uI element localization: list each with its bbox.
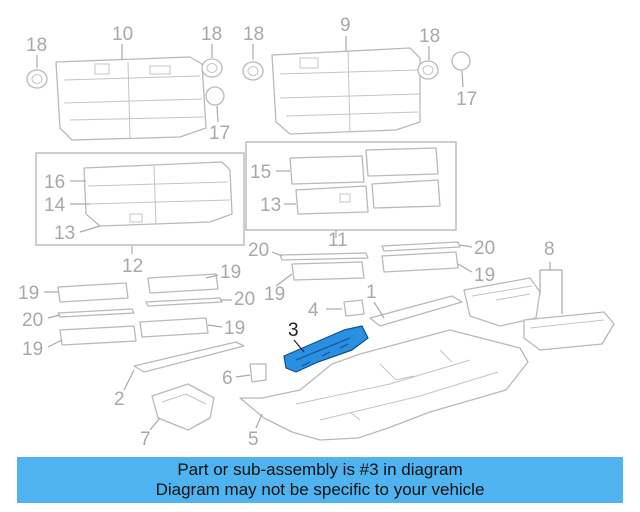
floor-pan-part-5 bbox=[239, 329, 529, 441]
callout-14: 14 bbox=[44, 195, 66, 216]
floor-panel-part-16-14-13 bbox=[83, 161, 233, 227]
parts-diagram: 18 10 18 17 18 9 18 bbox=[18, 15, 615, 450]
callout-19-c: 19 bbox=[220, 262, 241, 283]
storage-tub-part-8 bbox=[463, 277, 615, 351]
callout-19-d: 19 bbox=[18, 283, 39, 304]
group-box-11 bbox=[245, 141, 457, 231]
panel-part-15 bbox=[289, 147, 439, 185]
floor-panel-part-9 bbox=[271, 47, 421, 135]
rail-part-1 bbox=[369, 295, 463, 327]
group-box-12 bbox=[35, 152, 245, 246]
callout-19-a: 19 bbox=[474, 265, 495, 286]
callout-13: 13 bbox=[54, 223, 75, 244]
callout-6: 6 bbox=[222, 368, 233, 389]
callout-11: 11 bbox=[328, 230, 348, 251]
grommet-part-18-third bbox=[242, 61, 264, 81]
plug-part-17-right bbox=[451, 51, 471, 71]
callout-20-b: 20 bbox=[474, 238, 495, 259]
callout-20-a: 20 bbox=[248, 240, 269, 261]
callout-19-b: 19 bbox=[264, 284, 285, 305]
callout-17: 17 bbox=[209, 123, 230, 144]
grommet-part-18-fourth bbox=[417, 60, 439, 80]
callout-20-d: 20 bbox=[22, 310, 43, 331]
callout-2: 2 bbox=[114, 389, 125, 410]
highlighted-part-3[interactable] bbox=[283, 325, 369, 373]
grommet-part-18-left bbox=[26, 69, 48, 89]
panel-part-13-right bbox=[295, 179, 441, 215]
callout-5: 5 bbox=[248, 429, 259, 450]
callout-7: 7 bbox=[140, 429, 151, 450]
callout-10: 10 bbox=[112, 24, 133, 45]
callout-12: 12 bbox=[122, 256, 143, 277]
plug-part-17-left bbox=[205, 86, 225, 106]
grommet-part-18-second bbox=[201, 58, 223, 78]
callout-13-right: 13 bbox=[260, 195, 281, 216]
sill-strips-part-20-19 bbox=[57, 241, 461, 346]
bracket-part-7 bbox=[151, 383, 215, 431]
callout-19-e: 19 bbox=[224, 318, 245, 339]
banner-line-2: Diagram may not be specific to your vehi… bbox=[155, 480, 485, 499]
callout-9: 9 bbox=[340, 15, 351, 36]
sill-plate-part-2 bbox=[133, 341, 245, 373]
callout-18-fourth: 18 bbox=[419, 26, 440, 47]
callout-18-second: 18 bbox=[201, 24, 222, 45]
bumper-part-6 bbox=[249, 363, 267, 383]
callout-3: 3 bbox=[288, 320, 299, 341]
callout-19-f: 19 bbox=[22, 339, 43, 360]
callout-16: 16 bbox=[44, 172, 65, 193]
callout-18: 18 bbox=[26, 35, 47, 56]
callout-1: 1 bbox=[366, 282, 377, 303]
callout-4: 4 bbox=[308, 300, 319, 321]
callout-15: 15 bbox=[250, 162, 271, 183]
floor-panel-part-10 bbox=[55, 56, 207, 141]
callout-17-right: 17 bbox=[456, 89, 477, 110]
callout-18-third: 18 bbox=[243, 24, 264, 45]
info-banner: Part or sub-assembly is #3 in diagram Di… bbox=[17, 457, 623, 503]
callout-8: 8 bbox=[544, 239, 555, 260]
banner-line-1: Part or sub-assembly is #3 in diagram bbox=[177, 460, 463, 479]
callout-20-c: 20 bbox=[234, 289, 255, 310]
clip-part-4 bbox=[343, 299, 365, 317]
